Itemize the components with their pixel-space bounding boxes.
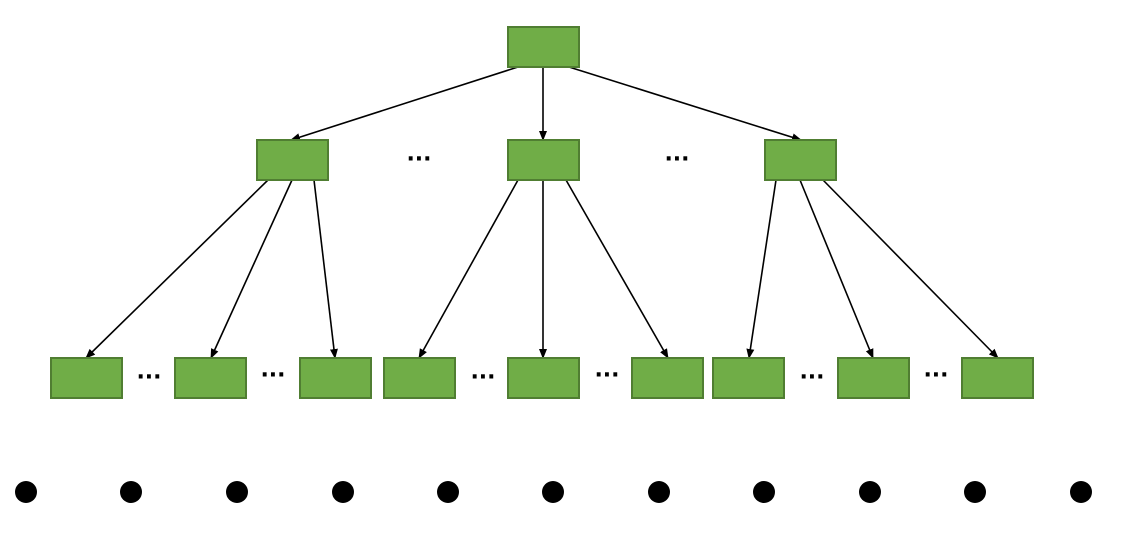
level2-node-4	[383, 357, 456, 399]
edge-level1-1-to-child-3	[313, 179, 338, 359]
edge-level1-3-to-child-2	[799, 179, 874, 359]
level2-node-3	[299, 357, 372, 399]
level2-ellipsis-4: ···	[594, 363, 619, 388]
node-box	[50, 357, 123, 399]
continuation-dot	[648, 481, 670, 503]
level1-ellipsis-1: ···	[406, 147, 431, 172]
continuation-dot	[753, 481, 775, 503]
edge-level1-2-to-child-3	[565, 179, 669, 359]
edge-level1-3-to-child-1	[746, 179, 777, 359]
level1-node-2	[507, 139, 580, 181]
level2-node-2	[174, 357, 247, 399]
continuation-dot	[15, 481, 37, 503]
ellipsis-layer: ··· ··· ··· ··· ··· ··· ··· ···	[136, 147, 948, 390]
level2-node-6	[631, 357, 704, 399]
continuation-dot	[964, 481, 986, 503]
edge-level1-3-to-child-3	[822, 179, 999, 359]
node-box	[383, 357, 456, 399]
edges-layer	[85, 66, 999, 359]
node-box	[507, 139, 580, 181]
level2-ellipsis-3: ···	[470, 365, 495, 390]
node-box	[631, 357, 704, 399]
level2-node-8	[837, 357, 910, 399]
edge-level1-1-to-child-2	[210, 179, 293, 359]
continuation-dot	[226, 481, 248, 503]
continuation-dot	[437, 481, 459, 503]
node-box	[507, 26, 580, 68]
continuation-dot	[332, 481, 354, 503]
level1-node-1	[256, 139, 329, 181]
node-box	[174, 357, 247, 399]
nodes-layer	[50, 26, 1034, 399]
edge-root-to-level1-1	[290, 66, 519, 142]
continuation-dot	[542, 481, 564, 503]
continuation-dot	[1070, 481, 1092, 503]
level2-node-9	[961, 357, 1034, 399]
level2-node-1	[50, 357, 123, 399]
level2-ellipsis-6: ···	[923, 363, 948, 388]
node-box	[961, 357, 1034, 399]
level1-node-3	[764, 139, 837, 181]
level2-node-7	[712, 357, 785, 399]
continuation-dot	[859, 481, 881, 503]
level2-ellipsis-1: ···	[136, 365, 161, 390]
edge-level1-2-to-child-1	[418, 179, 519, 359]
node-box	[256, 139, 329, 181]
level2-ellipsis-2: ···	[260, 363, 285, 388]
root-node	[507, 26, 580, 68]
edge-root-to-level1-3	[568, 66, 802, 142]
node-box	[712, 357, 785, 399]
node-box	[837, 357, 910, 399]
node-box	[299, 357, 372, 399]
node-box	[507, 357, 580, 399]
continuation-dots	[15, 481, 1092, 503]
level2-node-5	[507, 357, 580, 399]
edge-level1-1-to-child-1	[85, 179, 269, 359]
continuation-dot	[120, 481, 142, 503]
level2-ellipsis-5: ···	[799, 365, 824, 390]
level1-ellipsis-2: ···	[664, 147, 689, 172]
node-box	[764, 139, 837, 181]
